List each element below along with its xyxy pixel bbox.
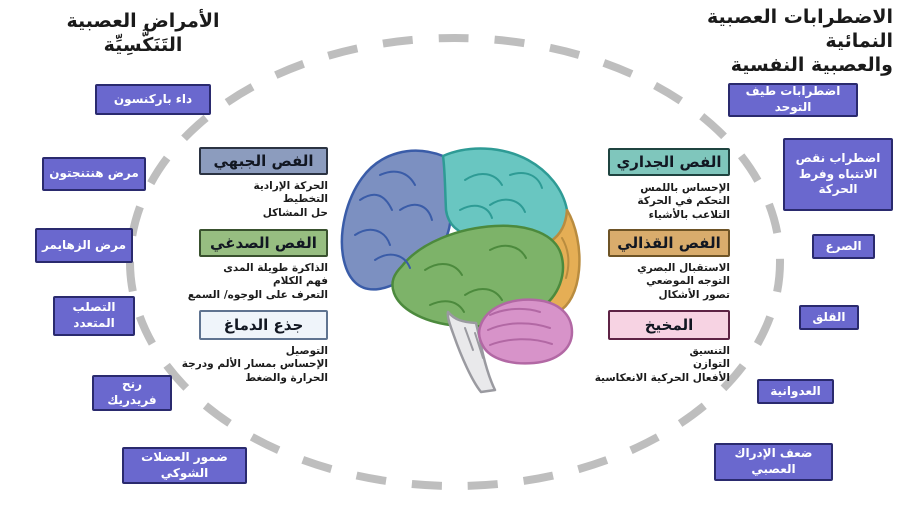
frontal-function-3: حل المشاكل — [262, 206, 328, 219]
title-neurodegenerative: الأمراض العصبية التَنَكُّسِيِّة — [66, 10, 220, 56]
box-spinal-muscular-atrophy: ضمور العضلات الشوكي — [122, 447, 247, 484]
brainstem-function-1: التوصيل — [285, 345, 328, 357]
parietal-function-2: التحكم في الحركة — [637, 195, 730, 208]
brain-gyri-lines — [354, 170, 570, 359]
box-aggression: العدوانية — [757, 379, 834, 404]
cerebellum-function-1: التنسيق — [689, 345, 730, 357]
title-neurodevelopmental-line1: الاضطرابات العصبية النمائية — [707, 6, 893, 52]
occipital-lobe-functions: الاستقبال البصري التوجه الموضعي تصور الأ… — [565, 262, 730, 302]
occipital-function-3: تصور الأشكال — [658, 288, 730, 301]
frontal-lobe-header: الفص الجبهي — [199, 147, 328, 175]
brain-illustration — [340, 147, 581, 394]
box-friedreichs-ataxia: رنح فريدريك — [92, 375, 172, 411]
box-multiple-sclerosis: التصلب المتعدد — [53, 296, 135, 336]
occipital-lobe-header: الفص القذالي — [608, 229, 730, 257]
box-anxiety: القلق — [799, 305, 859, 330]
cerebellum-functions: التنسيق التوازن الأفعال الحركية الانعكاس… — [565, 345, 730, 385]
parietal-function-1: الإحساس باللمس — [640, 182, 730, 194]
box-epilepsy: الصرع — [812, 234, 875, 259]
temporal-lobe-header: الفص الصدغي — [199, 229, 328, 257]
frontal-function-1: الحركة الإرادية — [253, 180, 328, 192]
brainstem-functions: التوصيل الإحساس بمسار الألم ودرجة الحرار… — [163, 345, 328, 385]
occipital-function-2: التوجه الموضعي — [646, 275, 730, 288]
box-neurocognitive-impairment: ضعف الإدراك العصبي — [714, 443, 833, 481]
temporal-function-3: التعرف على الوجوه/ السمع — [187, 288, 328, 301]
brainstem-header: جذع الدماغ — [199, 310, 328, 340]
box-alzheimers: مرض الزهايمر — [35, 228, 133, 263]
parietal-lobe-functions: الإحساس باللمس التحكم في الحركة التلاعب … — [565, 182, 730, 222]
brainstem-function-2: الإحساس بمسار الألم ودرجة — [181, 358, 328, 371]
cerebellum-shape — [477, 298, 574, 365]
frontal-function-2: التخطيط — [282, 193, 328, 206]
cerebellum-function-3: الأفعال الحركية الانعكاسية — [594, 371, 730, 384]
parietal-function-3: التلاعب بالأشياء — [648, 208, 730, 221]
occipital-function-1: الاستقبال البصري — [637, 262, 730, 274]
parietal-lobe-header: الفص الجداري — [608, 148, 730, 176]
temporal-function-2: فهم الكلام — [272, 275, 328, 288]
title-neurodevelopmental-line2: والعصبية النفسية — [730, 53, 893, 76]
brainstem-function-3: الحرارة والضغط — [245, 371, 328, 384]
box-huntingtons: مرض هنتنجتون — [42, 157, 146, 191]
temporal-function-1: الذاكرة طويلة المدى — [223, 262, 328, 274]
cerebellum-function-2: التوازن — [692, 358, 730, 371]
temporal-lobe-functions: الذاكرة طويلة المدى فهم الكلام التعرف عل… — [163, 262, 328, 302]
brainstem-shape — [446, 310, 497, 394]
cerebellum-header: المخيخ — [608, 310, 730, 340]
box-adhd: اضطراب نقص الانتباه وفرط الحركة — [783, 138, 893, 211]
frontal-lobe-functions: الحركة الإرادية التخطيط حل المشاكل — [163, 180, 328, 220]
title-neurodevelopmental: الاضطرابات العصبية النمائية والعصبية الن… — [653, 6, 893, 77]
box-autism-spectrum: اضطرابات طيف التوحد — [728, 83, 858, 117]
box-parkinsons: داء باركنسون — [95, 84, 211, 115]
